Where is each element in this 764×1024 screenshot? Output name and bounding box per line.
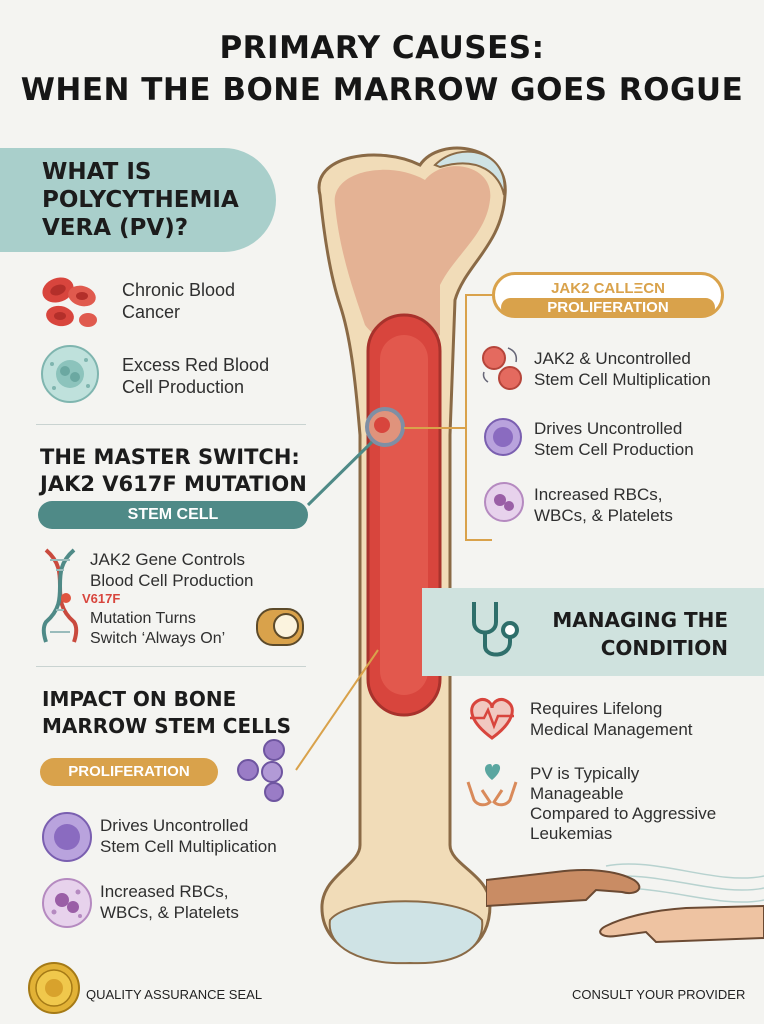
impact-heading-line-1: IMPACT ON BONE <box>42 687 237 711</box>
item-line: Mutation Turns <box>90 610 196 627</box>
proliferation-pill: PROLIFERATION <box>40 758 218 786</box>
cell-icon <box>41 345 99 403</box>
what-is-pv-banner <box>0 148 276 252</box>
jak2-item-1-text: JAK2 & Uncontrolled Stem Cell Multiplica… <box>534 348 711 390</box>
item-line: Increased RBCs, <box>100 882 229 901</box>
divider <box>36 424 306 425</box>
title-line-2: WHEN THE BONE MARROW GOES ROGUE <box>20 72 744 108</box>
helping-hands-illustration <box>486 863 764 944</box>
master-switch-heading-line-1: THE MASTER SWITCH: <box>40 445 300 469</box>
item-line: Cell Production <box>122 377 245 397</box>
stem-cell-icon <box>484 418 522 456</box>
managing-item-2-text: PV is Typically Manageable Compared to A… <box>530 764 716 844</box>
master-switch-heading: THE MASTER SWITCH: JAK2 V617F MUTATION <box>40 444 307 498</box>
item-line: Compared to Aggressive <box>530 804 717 823</box>
jak2-pill-line-2: PROLIFERATION <box>501 298 715 317</box>
heart-pulse-icon <box>470 698 514 740</box>
what-is-heading-line-1: WHAT IS <box>42 159 152 185</box>
title-line-1: PRIMARY CAUSES: <box>219 30 545 66</box>
toggle-switch-icon <box>256 608 304 646</box>
managing-heading: MANAGING THE CONDITION <box>540 606 728 662</box>
item-line: WBCs, & Platelets <box>534 506 673 525</box>
cell-division-icon <box>482 346 522 390</box>
item-line: WBCs, & Platelets <box>100 903 239 922</box>
item-line: Leukemias <box>530 824 613 843</box>
item-line: PV is Typically <box>530 764 640 783</box>
item-line: Stem Cell Multiplication <box>100 837 277 856</box>
consult-provider-label: CONSULT YOUR PROVIDER <box>572 987 746 1002</box>
item-line: Cancer <box>122 302 181 322</box>
item-line: Drives Uncontrolled <box>534 419 683 438</box>
blood-cells-mix-icon <box>484 482 524 522</box>
item-line: Medical Management <box>530 720 693 739</box>
gene-controls-text: JAK2 Gene Controls Blood Cell Production <box>90 549 253 591</box>
stethoscope-icon <box>472 602 519 657</box>
item-line: Stem Cell Multiplication <box>534 370 711 389</box>
item-line: Drives Uncontrolled <box>100 816 249 835</box>
stem-cell-icon <box>42 812 92 862</box>
what-is-heading-line-3: VERA (PV)? <box>42 215 189 241</box>
item-line: Increased RBCs, <box>534 485 663 504</box>
dna-icon <box>41 548 79 643</box>
quality-seal-label: QUALITY ASSURANCE SEAL <box>86 987 263 1002</box>
what-is-heading-line-2: POLYCYTHEMIA <box>42 187 239 213</box>
managing-heading-line-2: CONDITION <box>600 636 728 660</box>
item-line: Switch ‘Always On’ <box>90 630 226 647</box>
quality-seal-icon <box>28 962 80 1014</box>
blood-cells-mix-icon <box>42 878 92 928</box>
jak2-callout-pill: JAK2 CALLΞCN PROLIFERATION <box>492 272 724 318</box>
item-line: JAK2 & Uncontrolled <box>534 349 691 368</box>
caring-hands-heart-icon <box>466 764 518 807</box>
jak2-pill-line-1: JAK2 CALLΞCN <box>551 280 665 297</box>
red-blood-cells-icon <box>42 277 97 327</box>
jak2-item-2-text: Drives Uncontrolled Stem Cell Production <box>534 418 694 460</box>
item-line: Requires Lifelong <box>530 699 663 718</box>
impact-item-2-text: Increased RBCs, WBCs, & Platelets <box>100 881 239 923</box>
impact-item-1-text: Drives Uncontrolled Stem Cell Multiplica… <box>100 815 277 857</box>
item-line: Excess Red Blood <box>122 355 270 375</box>
switch-on-text: Mutation Turns Switch ‘Always On’ <box>90 609 225 649</box>
managing-item-1-text: Requires Lifelong Medical Management <box>530 698 693 740</box>
chronic-blood-cancer-text: Chronic Blood Cancer <box>122 279 235 323</box>
stem-cell-pill: STEM CELL <box>38 501 308 529</box>
item-line: Manageable <box>530 784 624 803</box>
managing-heading-line-1: MANAGING THE <box>552 608 728 632</box>
jak2-item-3-text: Increased RBCs, WBCs, & Platelets <box>534 484 673 526</box>
impact-heading: IMPACT ON BONE MARROW STEM CELLS <box>42 686 291 740</box>
item-line: Chronic Blood <box>122 280 236 300</box>
excess-rbc-text: Excess Red Blood Cell Production <box>122 354 269 398</box>
divider <box>36 666 306 667</box>
mutation-label: V617F <box>82 591 121 606</box>
what-is-pv-heading: WHAT IS POLYCYTHEMIA VERA (PV)? <box>42 158 239 242</box>
master-switch-heading-line-2: JAK2 V617F MUTATION <box>40 472 307 496</box>
item-line: Blood Cell Production <box>90 571 254 590</box>
impact-heading-line-2: MARROW STEM CELLS <box>42 714 292 738</box>
item-line: Stem Cell Production <box>534 440 694 459</box>
item-line: JAK2 Gene Controls <box>90 550 245 569</box>
stem-cells-cluster-icon <box>237 739 285 802</box>
